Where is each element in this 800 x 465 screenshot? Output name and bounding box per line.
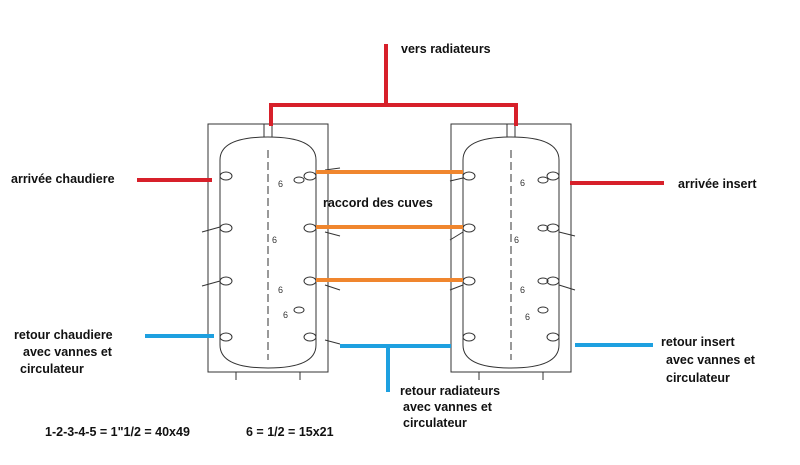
right-tank-tick-4 [449, 231, 464, 241]
left-tank-port-2 [219, 223, 233, 233]
left-tank-sensor-1 [293, 176, 305, 184]
right-tank-tick-3 [449, 177, 464, 182]
left-tank-six-1: 6 [278, 179, 283, 189]
right-tank-port-2 [462, 223, 476, 233]
left-tank-port-1 [219, 171, 233, 181]
right-tank-port-7 [546, 276, 560, 286]
right-tank-six-3: 6 [520, 285, 525, 295]
label-raccord-des-cuves: raccord des cuves [323, 196, 433, 210]
right-tank-tick-1 [558, 231, 576, 237]
blue-pipes [145, 334, 653, 392]
left-tank-port-4 [219, 332, 233, 342]
left-tank-tick-1 [201, 226, 221, 233]
left-tank-port-5 [303, 171, 317, 181]
right-tank-six-4: 6 [525, 312, 530, 322]
right-tank-frame [450, 123, 572, 373]
label-retour-chaudiere-2: avec vannes et [23, 345, 112, 359]
label-retour-radiateurs-2: avec vannes et [403, 400, 492, 414]
left-tank [201, 123, 341, 380]
left-tank-tick-4 [324, 231, 341, 237]
label-vers-radiateurs: vers radiateurs [401, 42, 491, 56]
pipe-top-manifold [269, 103, 518, 126]
right-tank-tick-5 [449, 284, 464, 291]
legend-pipe-size-main: 1-2-3-4-5 = 1"1/2 = 40x49 [45, 425, 190, 439]
label-retour-insert-3: circulateur [666, 371, 730, 385]
left-tank-six-4: 6 [283, 310, 288, 320]
right-tank-six-2: 6 [514, 235, 519, 245]
label-retour-insert-2: avec vannes et [666, 353, 755, 367]
legend-pipe-size-six: 6 = 1/2 = 15x21 [246, 425, 334, 439]
red-pipes [137, 44, 664, 185]
left-tank-six-2: 6 [272, 235, 277, 245]
left-tank-tick-3 [324, 167, 341, 171]
right-tank [449, 123, 576, 380]
right-tank-port-8 [546, 332, 560, 342]
left-tank-sensor-2 [293, 306, 305, 314]
left-tank-six-3: 6 [278, 285, 283, 295]
label-arrivee-insert: arrivée insert [678, 177, 757, 191]
left-tank-tick-5 [324, 284, 341, 291]
right-tank-sensor-2 [537, 224, 549, 232]
left-tank-port-3 [219, 276, 233, 286]
label-retour-radiateurs-3: circulateur [403, 416, 467, 430]
right-tank-port-4 [462, 332, 476, 342]
right-tank-port-6 [546, 223, 560, 233]
right-tank-port-5 [546, 171, 560, 181]
left-tank-port-8 [303, 332, 317, 342]
left-tank-port-6 [303, 223, 317, 233]
left-tank-tick-6 [324, 339, 341, 345]
left-tank-tick-2 [201, 280, 221, 287]
label-retour-radiateurs-1: retour radiateurs [400, 384, 501, 398]
orange-connectors [316, 170, 463, 282]
label-retour-chaudiere-3: circulateur [20, 362, 84, 376]
right-tank-sensor-3 [537, 277, 549, 285]
left-tank-frame [207, 123, 329, 373]
right-tank-port-1 [462, 171, 476, 181]
right-tank-sensor-4 [537, 306, 549, 314]
right-tank-port-3 [462, 276, 476, 286]
label-retour-chaudiere-1: retour chaudiere [14, 328, 113, 342]
right-tank-tick-2 [558, 284, 576, 291]
label-arrivee-chaudiere: arrivée chaudiere [11, 172, 115, 186]
left-tank-port-7 [303, 276, 317, 286]
label-retour-insert-1: retour insert [661, 335, 735, 349]
right-tank-six-1: 6 [520, 178, 525, 188]
right-tank-sensor-1 [537, 176, 549, 184]
left-tank-body [219, 136, 317, 369]
right-tank-body [462, 136, 560, 369]
